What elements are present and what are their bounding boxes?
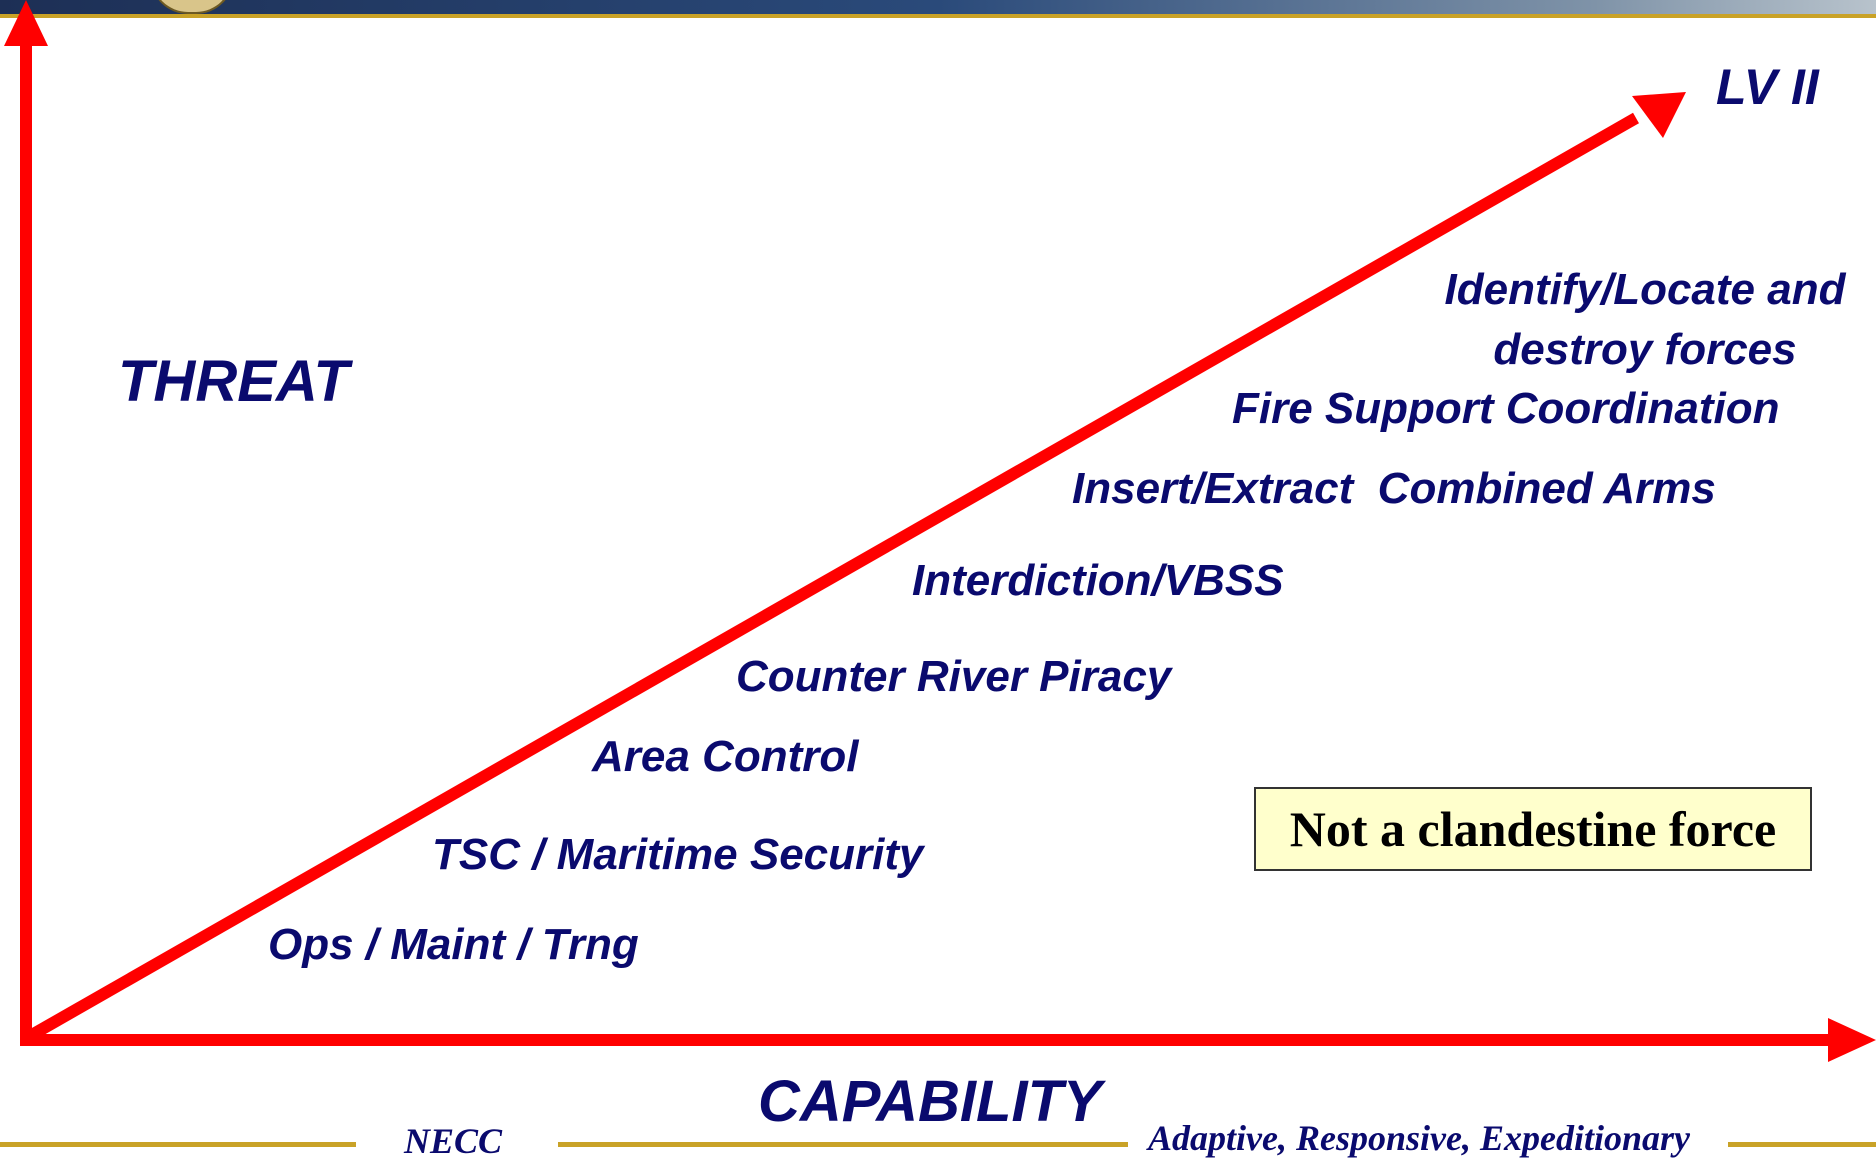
- not-clandestine-note: Not a clandestine force: [1254, 787, 1812, 871]
- destroy-forces-line: destroy forces: [1493, 325, 1797, 374]
- footer-rule-right: [1728, 1142, 1876, 1147]
- identify-locate-line: Identify/Locate and: [1444, 265, 1846, 314]
- capability-step-insert-extract-combined-arms: Insert/Extract Combined Arms: [1072, 464, 1716, 513]
- capability-step-counter-river-piracy: Counter River Piracy: [736, 652, 1172, 701]
- capability-step-area-control: Area Control: [592, 732, 859, 781]
- footer-necc-label: NECC: [404, 1121, 503, 1161]
- capability-step-identify-locate-destroy: Identify/Locate and destroy forces: [1420, 260, 1870, 380]
- capability-step-fire-support-coordination: Fire Support Coordination: [1232, 384, 1780, 433]
- threat-axis-label: THREAT: [118, 349, 349, 414]
- footer-rule-left: [0, 1142, 356, 1147]
- capability-step-tsc-maritime-security: TSC / Maritime Security: [432, 830, 924, 879]
- lv-ii-label: LV II: [1716, 59, 1819, 115]
- capability-axis-arrow: [20, 1018, 1876, 1062]
- threat-axis-arrow: [4, 0, 48, 1040]
- footer-rule-middle: [558, 1142, 1128, 1147]
- capability-axis-label: CAPABILITY: [758, 1069, 1102, 1134]
- capability-step-ops-maint-trng: Ops / Maint / Trng: [268, 920, 639, 969]
- capability-step-interdiction-vbss: Interdiction/VBSS: [912, 556, 1284, 605]
- header-banner: [0, 0, 1876, 14]
- progression-arrow: [27, 92, 1686, 1042]
- header-gold-rule: [0, 14, 1876, 18]
- footer-motto: Adaptive, Responsive, Expeditionary: [1148, 1118, 1690, 1158]
